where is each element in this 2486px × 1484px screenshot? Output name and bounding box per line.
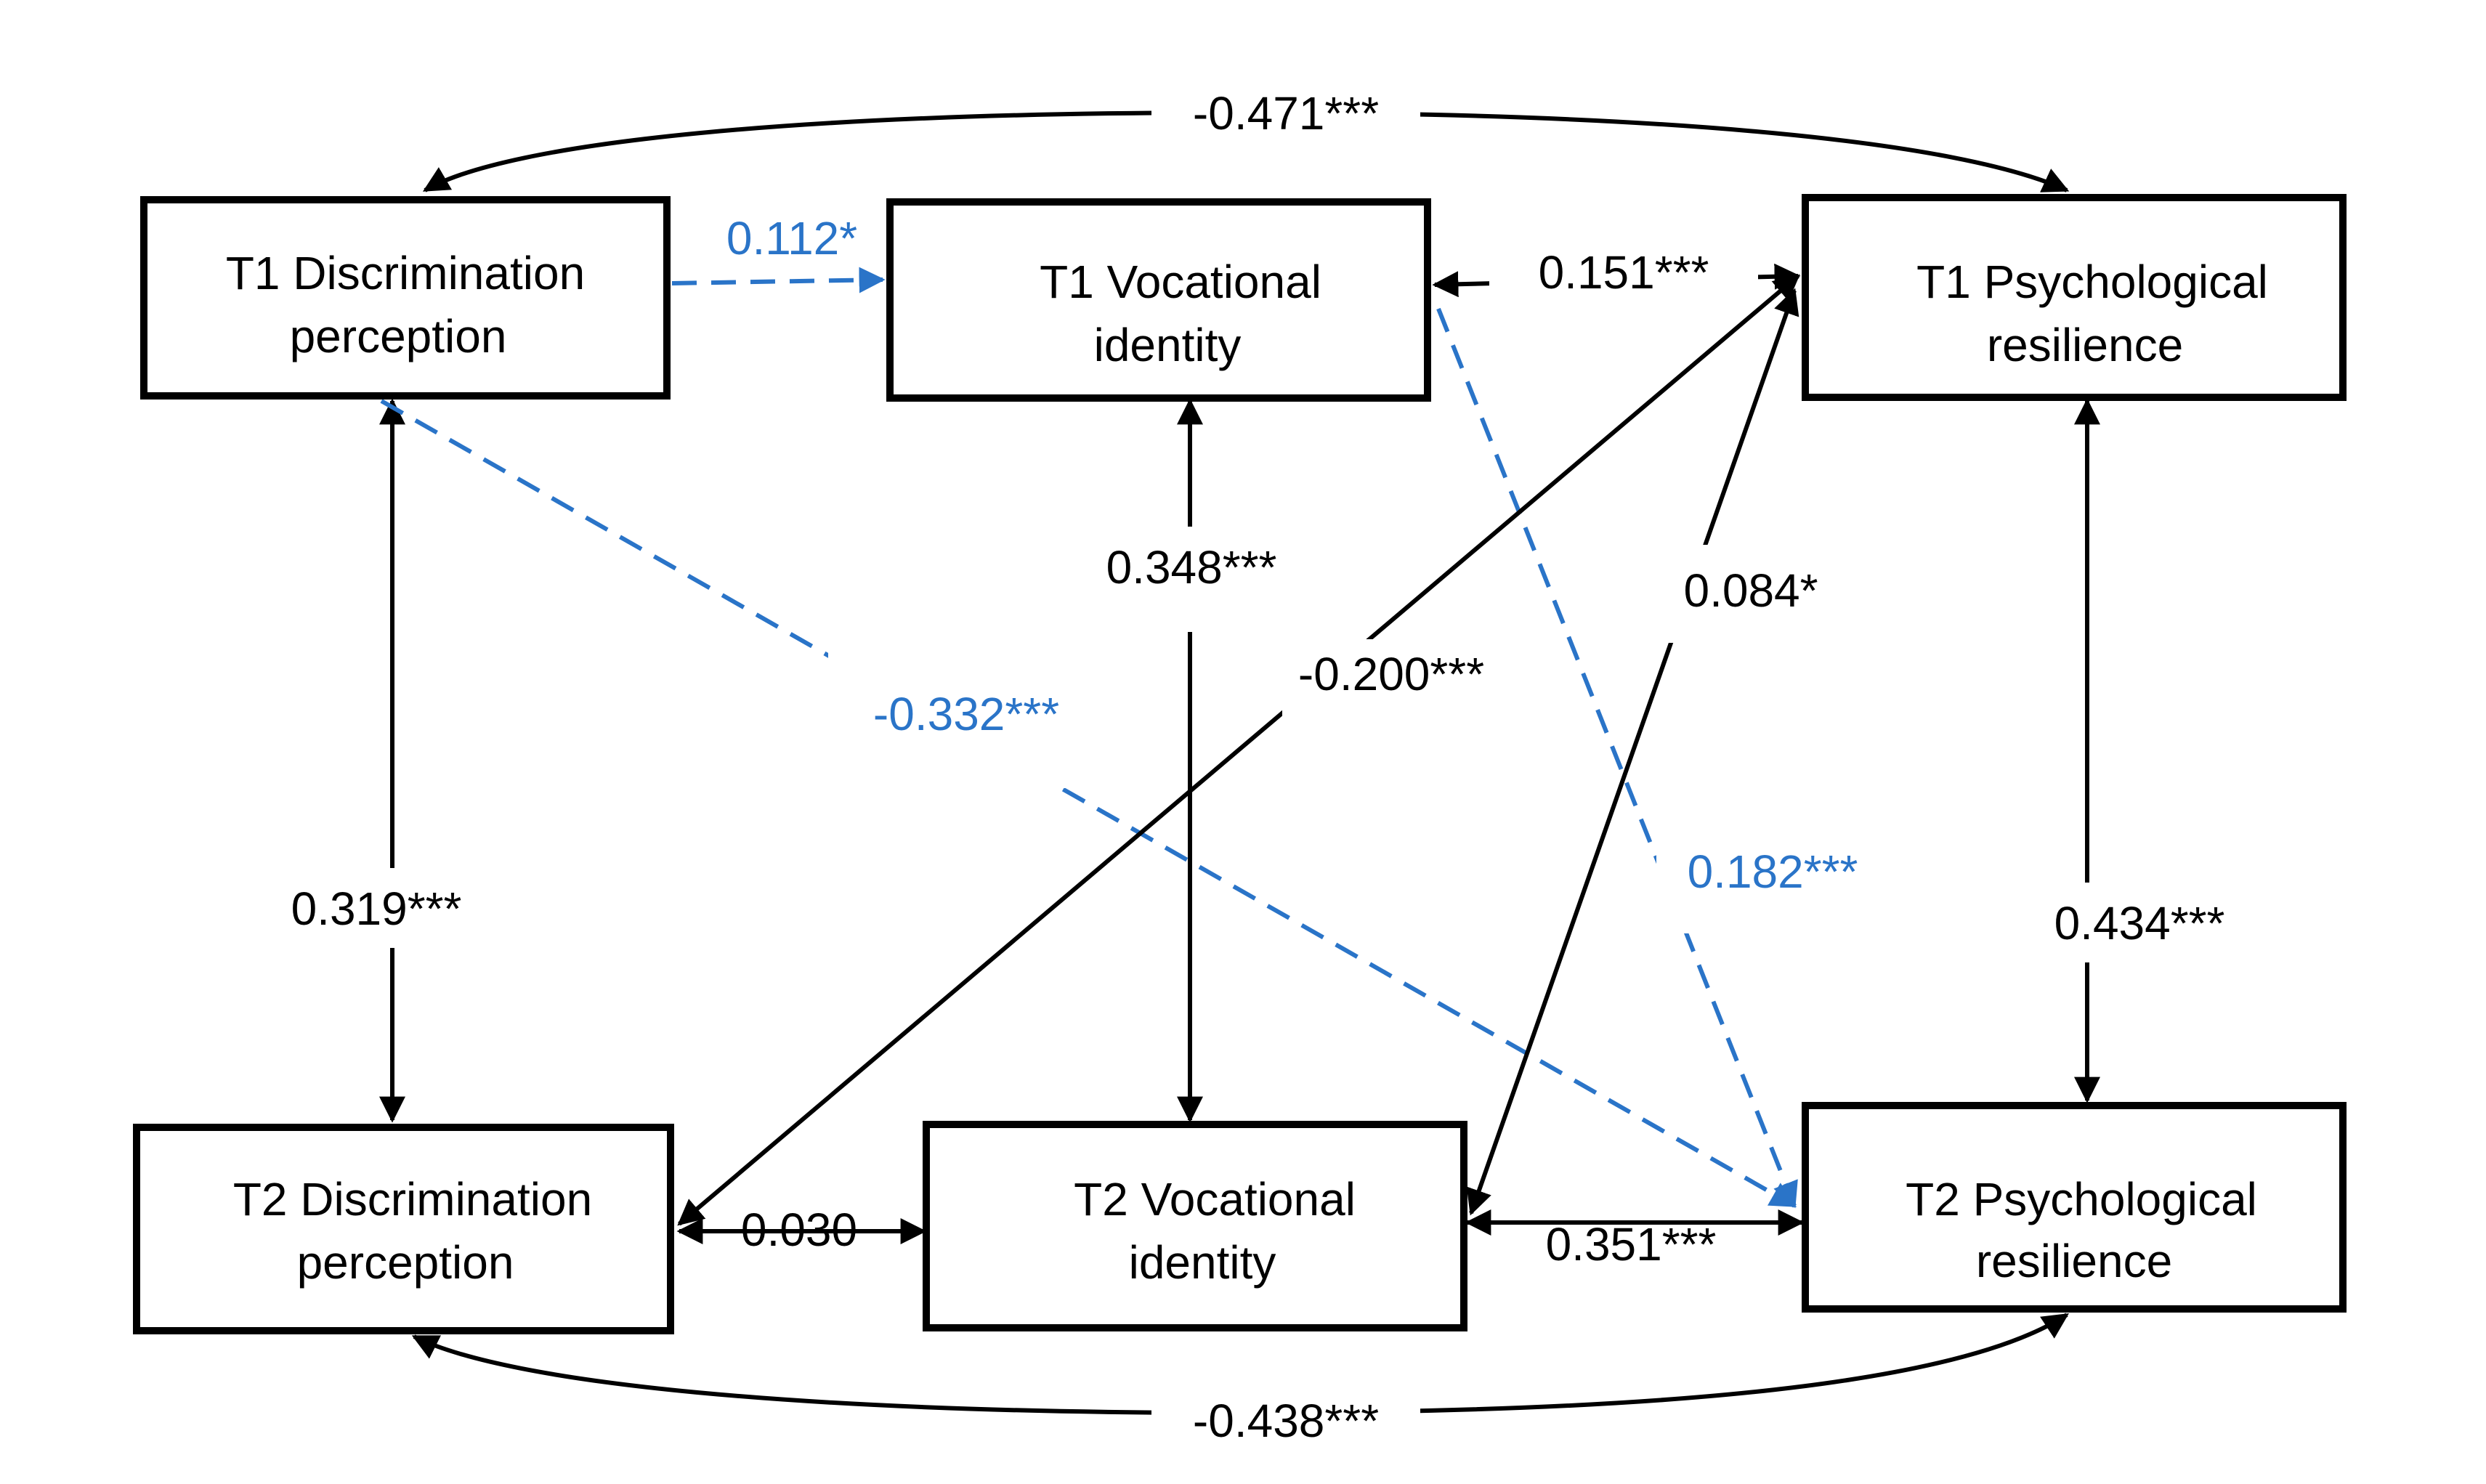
label-t1-dp-t1-pr: -0.471*** [1193, 87, 1379, 139]
label-t1-dp-t2-dp: 0.319*** [291, 883, 462, 935]
node-t2-psychological-resilience: T2 Psychological resilience [1802, 1102, 2347, 1313]
node-label-line1: T2 Vocational [1074, 1173, 1356, 1225]
label-t1-dp-t1-vi: 0.112* [726, 212, 857, 264]
label-t2-dp-t2-pr: -0.438*** [1193, 1395, 1379, 1447]
label-t1-vi-t2-pr: 0.182*** [1688, 846, 1858, 898]
node-label-line2: identity [1129, 1236, 1276, 1289]
label-t1-pr-t2-dp: -0.200*** [1298, 648, 1484, 700]
label-t2-dp-t2-vi: 0.030 [741, 1204, 857, 1256]
node-t2-discrimination-perception: T2 Discrimination perception [133, 1124, 674, 1334]
node-label-line1: T1 Vocational [1040, 256, 1321, 308]
label-t1-pr-t2-pr: 0.434*** [2054, 897, 2225, 949]
node-t1-psychological-resilience: T1 Psychological resilience [1802, 194, 2347, 401]
label-t1-vi-t1-pr: 0.151*** [1539, 246, 1709, 299]
node-label-line1: T2 Discrimination [233, 1173, 592, 1225]
label-t1-dp-t2-pr: -0.332*** [873, 688, 1059, 740]
label-t2-vi-t2-pr: 0.351*** [1546, 1218, 1717, 1270]
node-label-line1: T1 Psychological [1916, 256, 2268, 308]
node-t2-vocational-identity: T2 Vocational identity [923, 1121, 1467, 1331]
node-label-line2: identity [1094, 319, 1242, 371]
node-label-line2: resilience [1987, 319, 2183, 371]
arrow-t1-dp-t1-vi [671, 267, 886, 293]
node-label-line2: resilience [1976, 1235, 2172, 1287]
node-label-line1: T2 Psychological [1906, 1173, 2257, 1225]
node-t1-discrimination-perception: T1 Discrimination perception [140, 196, 671, 400]
label-t1-vi-t2-vi: 0.348*** [1106, 541, 1277, 593]
arrow-t1-dp-t2-pr [380, 399, 1797, 1208]
node-label-line2: perception [290, 310, 507, 362]
arrow-t1-pr-t2-vi [1466, 288, 1799, 1216]
node-label-line2: perception [297, 1236, 514, 1289]
node-label-line1: T1 Discrimination [226, 247, 585, 299]
label-t1-pr-t2-vi: 0.084* [1683, 564, 1818, 617]
node-t1-vocational-identity: T1 Vocational identity [886, 198, 1431, 402]
